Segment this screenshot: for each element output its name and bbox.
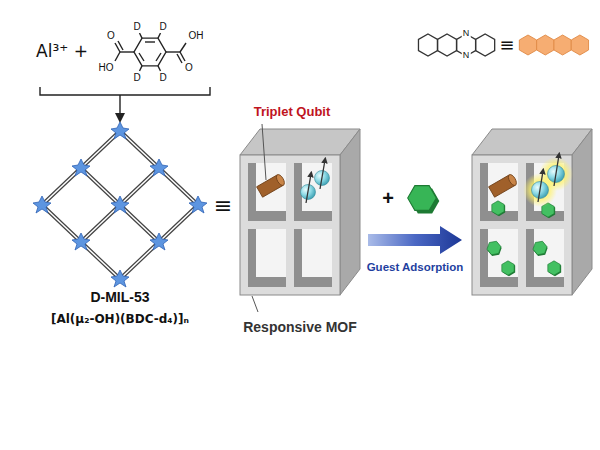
atom-label: D <box>158 73 167 84</box>
equivalence-sign: ≡ <box>499 36 514 55</box>
plus-sign: + <box>382 188 394 209</box>
guest-structure <box>418 34 494 56</box>
bdc-molecule <box>115 33 186 71</box>
callout-label: Triplet Qubit <box>254 105 331 119</box>
guest-symbol <box>519 35 588 55</box>
process-arrow <box>368 226 462 254</box>
atom-label: D <box>132 22 141 33</box>
equivalence-sign: ≡ <box>214 194 232 217</box>
atom-label: N <box>462 51 471 60</box>
guest-molecule <box>404 179 443 219</box>
chemical-formula: [Al(μ₂-OH)(BDC-d₄)]ₙ <box>51 313 189 326</box>
mof-frame <box>240 124 360 312</box>
arrow-label: Guest Adsorption <box>367 261 464 273</box>
material-name: D-MIL-53 <box>90 290 149 305</box>
atom-label: D <box>132 73 141 84</box>
reaction-bracket <box>40 87 210 123</box>
callout-label: Responsive MOF <box>243 320 357 335</box>
atom-label: OH <box>188 31 205 42</box>
atom-label: O <box>184 63 194 74</box>
atom-label: N <box>462 29 471 38</box>
atom-label: O <box>106 31 116 42</box>
mof-frame <box>472 129 592 295</box>
mof-lattice <box>33 122 207 287</box>
atom-label: D <box>158 22 167 33</box>
ion-formula: Al³⁺ + <box>36 43 88 61</box>
atom-label: HO <box>98 63 115 74</box>
